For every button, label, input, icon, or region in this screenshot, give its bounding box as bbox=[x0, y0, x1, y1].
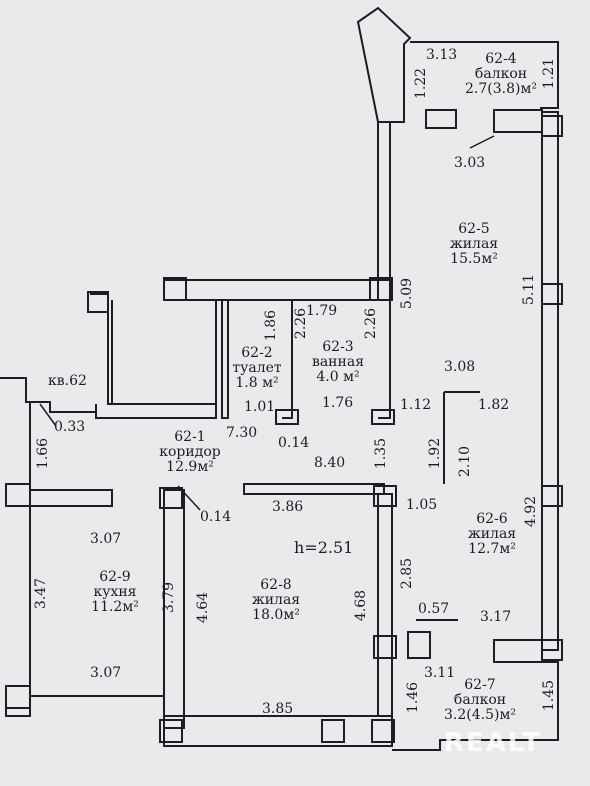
dimension-label: 1.46 bbox=[405, 681, 422, 714]
balcony-62-4-outline bbox=[356, 6, 412, 123]
dimension-label: 1.45 bbox=[541, 679, 558, 712]
dimension-label: 1.82 bbox=[478, 397, 510, 413]
room-id: 62-1 bbox=[174, 429, 206, 445]
dimension-label: 0.57 bbox=[418, 601, 450, 617]
dimension-label: 2.26 bbox=[363, 307, 380, 340]
dimension-label: 1.86 bbox=[263, 309, 280, 342]
room-area: 2.7(3.8)м² bbox=[465, 81, 537, 97]
dimension-label: 3.13 bbox=[426, 47, 458, 63]
ceiling-height-label: h=2.51 bbox=[294, 538, 354, 557]
dimension-label: 4.68 bbox=[353, 589, 370, 622]
bottom-wall bbox=[30, 695, 393, 747]
room-name: жилая bbox=[467, 526, 517, 542]
dimension-label: 3.07 bbox=[90, 665, 122, 681]
dimension-label: 3.07 bbox=[90, 531, 122, 547]
room-area: 4.0 м² bbox=[316, 369, 360, 385]
dimension-label: 1.22 bbox=[413, 67, 430, 100]
room-name: ванная bbox=[311, 354, 365, 370]
room-area: 3.2(4.5)м² bbox=[444, 707, 516, 723]
room-area: 18.0м² bbox=[252, 607, 300, 623]
balcony-62-4-rail bbox=[410, 41, 559, 109]
dimension-label: 7.30 bbox=[226, 425, 258, 441]
room-area: 15.5м² bbox=[450, 251, 498, 267]
room-name: балкон bbox=[453, 692, 507, 708]
room-area: 11.2м² bbox=[91, 599, 139, 615]
dimension-label: 0.14 bbox=[278, 435, 310, 451]
room-area: 1.8 м² bbox=[235, 375, 279, 391]
apartment-label: кв.62 bbox=[48, 373, 87, 389]
room-id: 62-6 bbox=[476, 511, 508, 527]
dimension-label: 2.10 bbox=[457, 445, 474, 478]
dimension-label: 1.05 bbox=[406, 497, 438, 513]
wall-bath-top bbox=[163, 279, 391, 301]
dimension-label: 5.11 bbox=[521, 273, 538, 306]
room-id: 62-8 bbox=[260, 577, 292, 593]
dimension-label: 8.40 bbox=[314, 455, 346, 471]
room-id: 62-7 bbox=[464, 677, 496, 693]
dimension-label: 3.47 bbox=[33, 577, 50, 610]
room-name: жилая bbox=[449, 236, 499, 252]
right-exterior-wall bbox=[541, 111, 559, 651]
room-name: кухня bbox=[93, 584, 137, 600]
dimension-label: 0.33 bbox=[54, 419, 86, 435]
wall-62-5-left bbox=[377, 121, 391, 301]
dimension-label: 1.66 bbox=[35, 437, 52, 470]
balcony-62-7-rail bbox=[392, 661, 559, 751]
dimension-label: 4.64 bbox=[195, 591, 212, 624]
dimension-label: 3.79 bbox=[161, 581, 178, 614]
room-name: балкон bbox=[474, 66, 528, 82]
room-balcony-62-4: 62-4 балкон 2.7(3.8)м² bbox=[446, 52, 556, 97]
dimension-label: 1.92 bbox=[427, 437, 444, 470]
dimension-label: 3.17 bbox=[480, 609, 512, 625]
kitchen-living-wall bbox=[163, 489, 185, 729]
room-id: 62-4 bbox=[485, 51, 517, 67]
dimension-label: 3.11 bbox=[424, 665, 456, 681]
dimension-label: 3.03 bbox=[454, 155, 486, 171]
room-corridor-62-1: 62-1 коридор 12.9м² bbox=[138, 430, 242, 475]
room-name: туалет bbox=[232, 360, 282, 376]
dimension-label: 2.26 bbox=[293, 307, 310, 340]
dimension-label: 1.79 bbox=[306, 303, 338, 319]
dimension-label: 2.85 bbox=[399, 557, 416, 590]
room-area: 12.9м² bbox=[166, 459, 214, 475]
corridor-top-wall bbox=[30, 401, 96, 413]
room-toilet-62-2: 62-2 туалет 1.8 м² bbox=[228, 346, 286, 391]
dimension-label: 3.08 bbox=[444, 359, 476, 375]
dimension-label: 1.12 bbox=[400, 397, 432, 413]
room-id: 62-9 bbox=[99, 569, 131, 585]
room-name: коридор bbox=[159, 444, 221, 460]
toilet-walls bbox=[215, 299, 293, 419]
room-name: жилая bbox=[251, 592, 301, 608]
room-kitchen-62-9: 62-9 кухня 11.2м² bbox=[70, 570, 160, 615]
left-wall bbox=[0, 377, 31, 717]
room-id: 62-5 bbox=[458, 221, 490, 237]
room-balcony-62-7: 62-7 балкон 3.2(4.5)м² bbox=[420, 678, 540, 723]
dimension-label: 3.85 bbox=[262, 701, 294, 717]
bath-wall-right bbox=[378, 299, 391, 419]
watermark-logo: REALT bbox=[444, 728, 542, 758]
dimension-label: 1.35 bbox=[373, 437, 390, 470]
dimension-label: 1.76 bbox=[322, 395, 354, 411]
living-right-wall bbox=[377, 493, 393, 717]
room-bath-62-3: 62-3 ванная 4.0 м² bbox=[298, 340, 378, 385]
dimension-label: 0.14 bbox=[200, 509, 232, 525]
dimension-label: 1.21 bbox=[541, 57, 558, 90]
room-id: 62-2 bbox=[241, 345, 273, 361]
living-top-wall bbox=[243, 483, 385, 495]
dimension-label: 3.86 bbox=[272, 499, 304, 515]
dimension-label: 4.92 bbox=[523, 495, 540, 528]
room-living-62-6: 62-6 жилая 12.7м² bbox=[442, 512, 542, 557]
balcony-62-4-door bbox=[425, 109, 457, 129]
wall-62-6 bbox=[443, 391, 480, 484]
room-living-62-5: 62-5 жилая 15.5м² bbox=[424, 222, 524, 267]
room-area: 12.7м² bbox=[468, 541, 516, 557]
dimension-label: 1.01 bbox=[244, 399, 276, 415]
room-id: 62-3 bbox=[322, 339, 354, 355]
room-living-62-8: 62-8 жилая 18.0м² bbox=[226, 578, 326, 623]
dimension-label: 5.09 bbox=[399, 277, 416, 310]
